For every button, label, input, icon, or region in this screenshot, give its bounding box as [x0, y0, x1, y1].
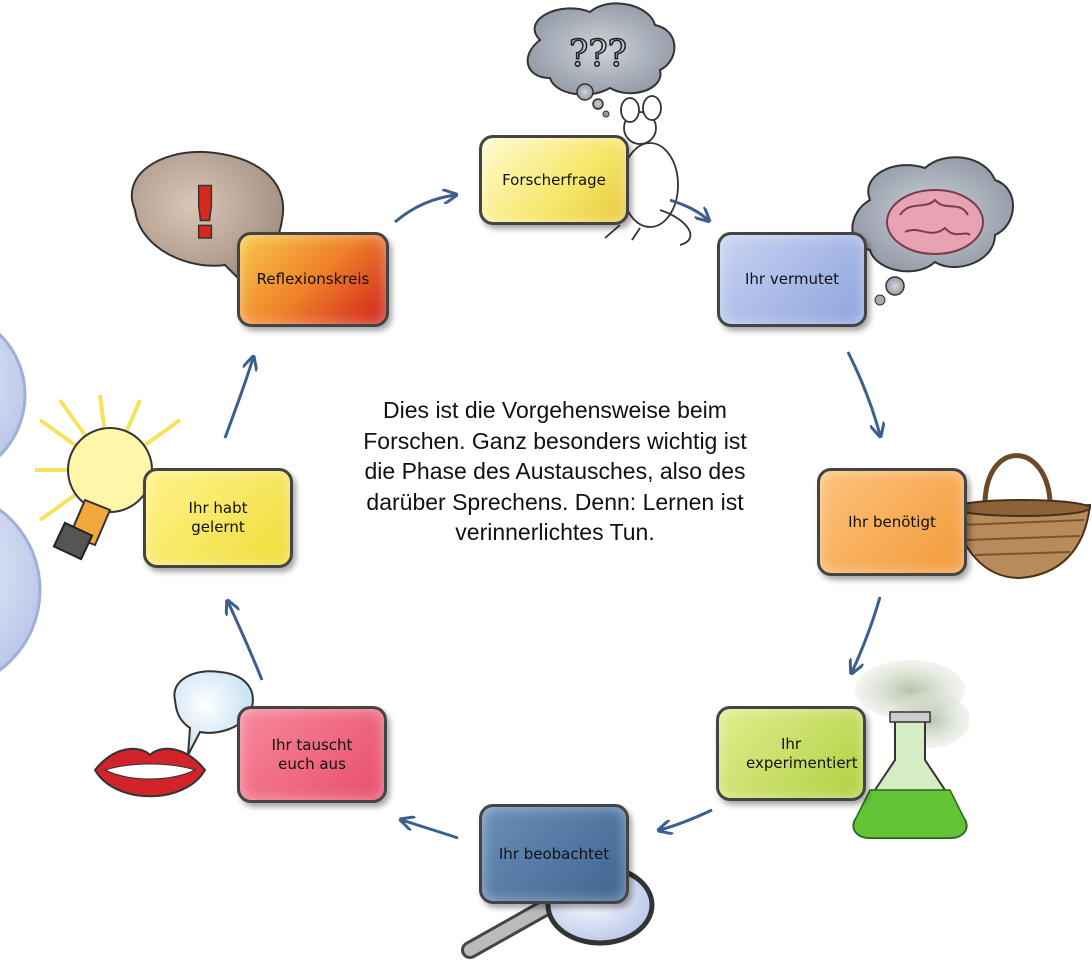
decorative-side-circles	[0, 332, 42, 672]
mouth-speech-icon	[93, 670, 254, 798]
step-label-forscherfrage: Forscherfrage	[502, 170, 606, 189]
arrow-reflexion-to-frage	[394, 195, 455, 224]
mouse-icon	[604, 95, 692, 246]
brain-thought-bubble-icon	[851, 156, 1014, 306]
basket-icon	[953, 453, 1092, 580]
exclamation-mark: !	[189, 171, 222, 255]
step-label-benoetigt: Ihr benötigt	[848, 512, 936, 531]
step-label-vermutet: Ihr vermutet	[745, 270, 839, 289]
step-benoetigt: Ihr benötigt	[817, 468, 967, 576]
center-description: Dies ist die Vorgehensweise beim Forsche…	[363, 397, 747, 545]
step-tauscht: Ihr tauscht euch aus	[237, 706, 387, 803]
arrow-benoetigt-to-experimentiert	[852, 596, 882, 672]
arrow-experimentiert-to-beobachtet	[660, 808, 713, 830]
arrow-gelernt-to-reflexion	[223, 358, 253, 439]
light-bulb-icon	[35, 394, 185, 561]
cycle-arrows	[223, 195, 882, 840]
arrow-vermutet-to-benoetigt	[846, 351, 880, 435]
step-forscherfrage: Forscherfrage	[479, 135, 629, 225]
step-label-experimentiert: Ihr experimentiert	[746, 734, 858, 772]
flask-icon	[852, 660, 970, 839]
step-vermutet: Ihr vermutet	[717, 232, 867, 327]
arrow-frage-to-vermutet	[669, 198, 708, 220]
step-label-gelernt: Ihr habt gelernt	[188, 499, 248, 536]
step-gelernt: Ihr habt gelernt	[143, 468, 293, 568]
question-marks: ???	[569, 34, 627, 75]
arrow-beobachtet-to-tauscht	[402, 820, 459, 840]
step-reflexionskreis: Reflexionskreis	[237, 232, 389, 327]
arrow-tauscht-to-gelernt	[228, 602, 264, 681]
step-experimentiert: Ihr experimentiert	[716, 706, 866, 801]
step-label-tauscht: Ihr tauscht euch aus	[271, 735, 353, 773]
step-beobachtet: Ihr beobachtet	[479, 804, 629, 904]
question-thought-bubble-icon: ???	[526, 2, 676, 118]
step-label-beobachtet: Ihr beobachtet	[498, 844, 610, 863]
step-label-reflexionskreis: Reflexionskreis	[256, 270, 370, 289]
